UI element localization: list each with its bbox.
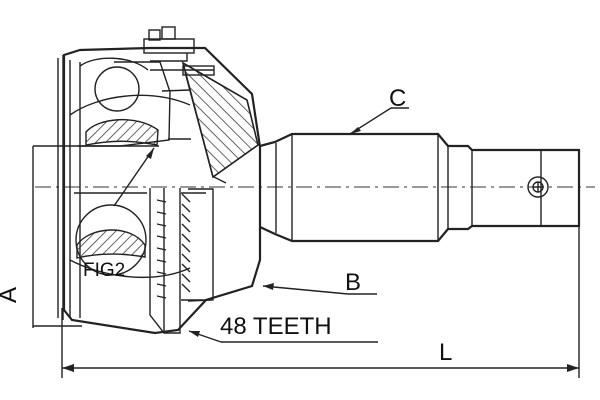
annotation-leaders [32, 107, 580, 378]
ball-circle-upper [94, 66, 140, 112]
cage-window-grip [143, 26, 215, 76]
label-fig2: FIG2 [83, 260, 125, 281]
label-a: A [0, 287, 22, 303]
tapered-boot [181, 61, 259, 184]
label-48-teeth: 48 TEETH [220, 313, 332, 340]
internal-ball-section [74, 61, 191, 276]
label-l: L [439, 339, 452, 366]
label-b: B [345, 269, 361, 296]
outer-housing [57, 46, 262, 335]
shaft-assembly [259, 132, 581, 243]
label-c: C [389, 85, 406, 112]
ball-hatch-upper [85, 119, 159, 146]
spline-bearing-region [149, 188, 214, 334]
shaft-center-hole-outer [527, 176, 549, 198]
ball-hatch-lower [76, 229, 146, 259]
ball-circle-lower [75, 204, 147, 276]
